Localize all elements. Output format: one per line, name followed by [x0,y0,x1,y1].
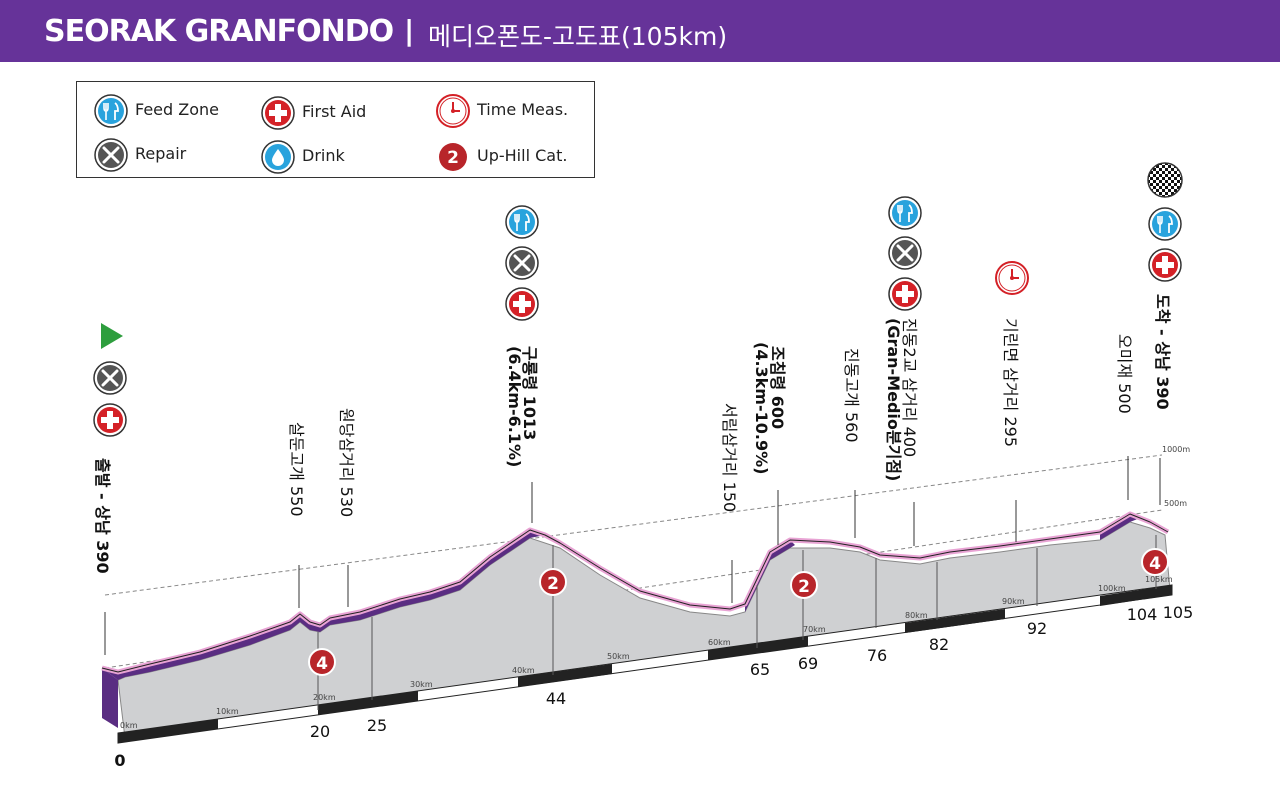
waypoint-seorim: 서림삼거리 150 [720,403,739,512]
svg-text:20km: 20km [313,693,336,702]
svg-text:2: 2 [447,148,459,168]
legend-box: Feed Zone First Aid Time Meas. Repair [76,81,595,178]
svg-text:105: 105 [1163,603,1194,622]
svg-text:4: 4 [1149,554,1161,574]
waypoint-labels: 출발 - 상남 390 살둔고개 550 원당삼거리 530 구룡령 1013 … [93,294,1172,574]
svg-text:44: 44 [546,689,566,708]
title-bar: SEORAK GRANFONDO | 메디오폰도-고도표(105km) [0,0,1280,62]
svg-text:90km: 90km [1002,597,1025,606]
repair-icon [93,361,127,395]
svg-text:105km: 105km [1145,575,1173,584]
first-aid-icon [888,277,922,311]
feed-zone-icon [94,94,128,128]
svg-text:0km: 0km [120,721,138,730]
svg-text:69: 69 [798,654,818,673]
first-aid-icon [93,403,127,437]
waypoint-jochim: 조침령 600 [768,346,787,429]
waypoint-girin: 기린면 삼거리 295 [1001,318,1020,447]
waypoint-jochim-note: (4.3km-10.9%) [752,342,771,474]
km-labels: 0 20 25 44 65 69 76 82 92 104 105 [114,603,1193,770]
legend-label: First Aid [302,102,367,121]
svg-text:80km: 80km [905,611,928,620]
waypoint-start: 출발 - 상남 390 [93,458,112,574]
first-aid-icon [1148,248,1182,282]
repair-icon [888,236,922,270]
repair-icon [505,246,539,280]
svg-text:65: 65 [750,660,770,679]
altitude-label-1000: 1000m [1162,445,1190,454]
waypoint-guryong-note: (6.4km-6.1%) [505,346,524,467]
time-measure-icon [995,261,1029,295]
svg-text:50km: 50km [607,652,630,661]
time-measure-icon [436,94,470,128]
legend-label: Time Meas. [477,100,569,119]
feed-zone-icon [1148,207,1182,241]
waypoint-wondang: 원당삼거리 530 [337,408,356,517]
svg-text:20: 20 [310,722,330,741]
svg-text:104: 104 [1127,605,1158,624]
uphill-cat-icon: 2 [439,143,467,171]
svg-text:2: 2 [798,577,810,597]
altitude-label-500: 500m [1164,499,1187,508]
legend-label: Up-Hill Cat. [477,146,568,165]
svg-text:40km: 40km [512,666,535,675]
svg-text:76: 76 [867,646,887,665]
distance-bar-segments [118,585,1172,743]
uphill-cat-badge: 4 [308,648,336,676]
waypoint-jindong-bridge: 진동2교 삼거리 400 [900,318,919,457]
waypoint-jindong-note: (Gran-Medio분기점) [884,318,903,481]
feed-zone-icon [888,196,922,230]
start-icons [93,323,127,437]
start-flag-icon [101,323,123,349]
waypoint-saldun: 살둔고개 550 [287,422,306,517]
title-separator: | [404,14,415,47]
first-aid-icon [261,96,295,130]
svg-text:10km: 10km [216,707,239,716]
uphill-cat-badge: 2 [790,571,818,599]
legend-label: Drink [302,146,345,165]
finish-icons [1147,162,1183,282]
svg-text:100km: 100km [1098,584,1126,593]
first-aid-icon [505,287,539,321]
waypoint-jindong-pass: 진동고개 560 [842,348,861,443]
distance-scale-labels: 0km 10km 20km 30km 40km 50km 60km 70km 8… [120,575,1173,730]
repair-icon [94,138,128,172]
svg-text:70km: 70km [803,625,826,634]
jindong-icons [888,196,922,311]
waypoint-finish: 도착 - 상남 390 [1153,294,1172,410]
svg-text:4: 4 [316,654,328,674]
pointer-lines [104,456,1161,655]
guryong-icons [505,205,539,321]
svg-text:2: 2 [547,574,559,594]
legend-label: Feed Zone [135,100,219,119]
svg-text:60km: 60km [708,638,731,647]
drink-icon [261,140,295,174]
uphill-cat-badge: 4 [1141,548,1169,576]
feed-zone-icon [505,205,539,239]
waypoint-guryong: 구룡령 1013 [520,346,539,440]
svg-text:25: 25 [367,716,387,735]
uphill-cat-badge: 2 [539,568,567,596]
svg-text:82: 82 [929,635,949,654]
legend-label: Repair [135,144,187,163]
page-title: SEORAK GRANFONDO [44,14,394,49]
svg-text:0: 0 [114,751,125,770]
svg-text:30km: 30km [410,680,433,689]
altitude-guide-1000 [104,454,1163,596]
svg-text:92: 92 [1027,619,1047,638]
profile-side [102,668,118,728]
page-subtitle: 메디오폰도-고도표(105km) [428,22,728,51]
finish-flag-icon [1147,162,1183,198]
waypoint-omi: 오미재 500 [1115,334,1134,414]
